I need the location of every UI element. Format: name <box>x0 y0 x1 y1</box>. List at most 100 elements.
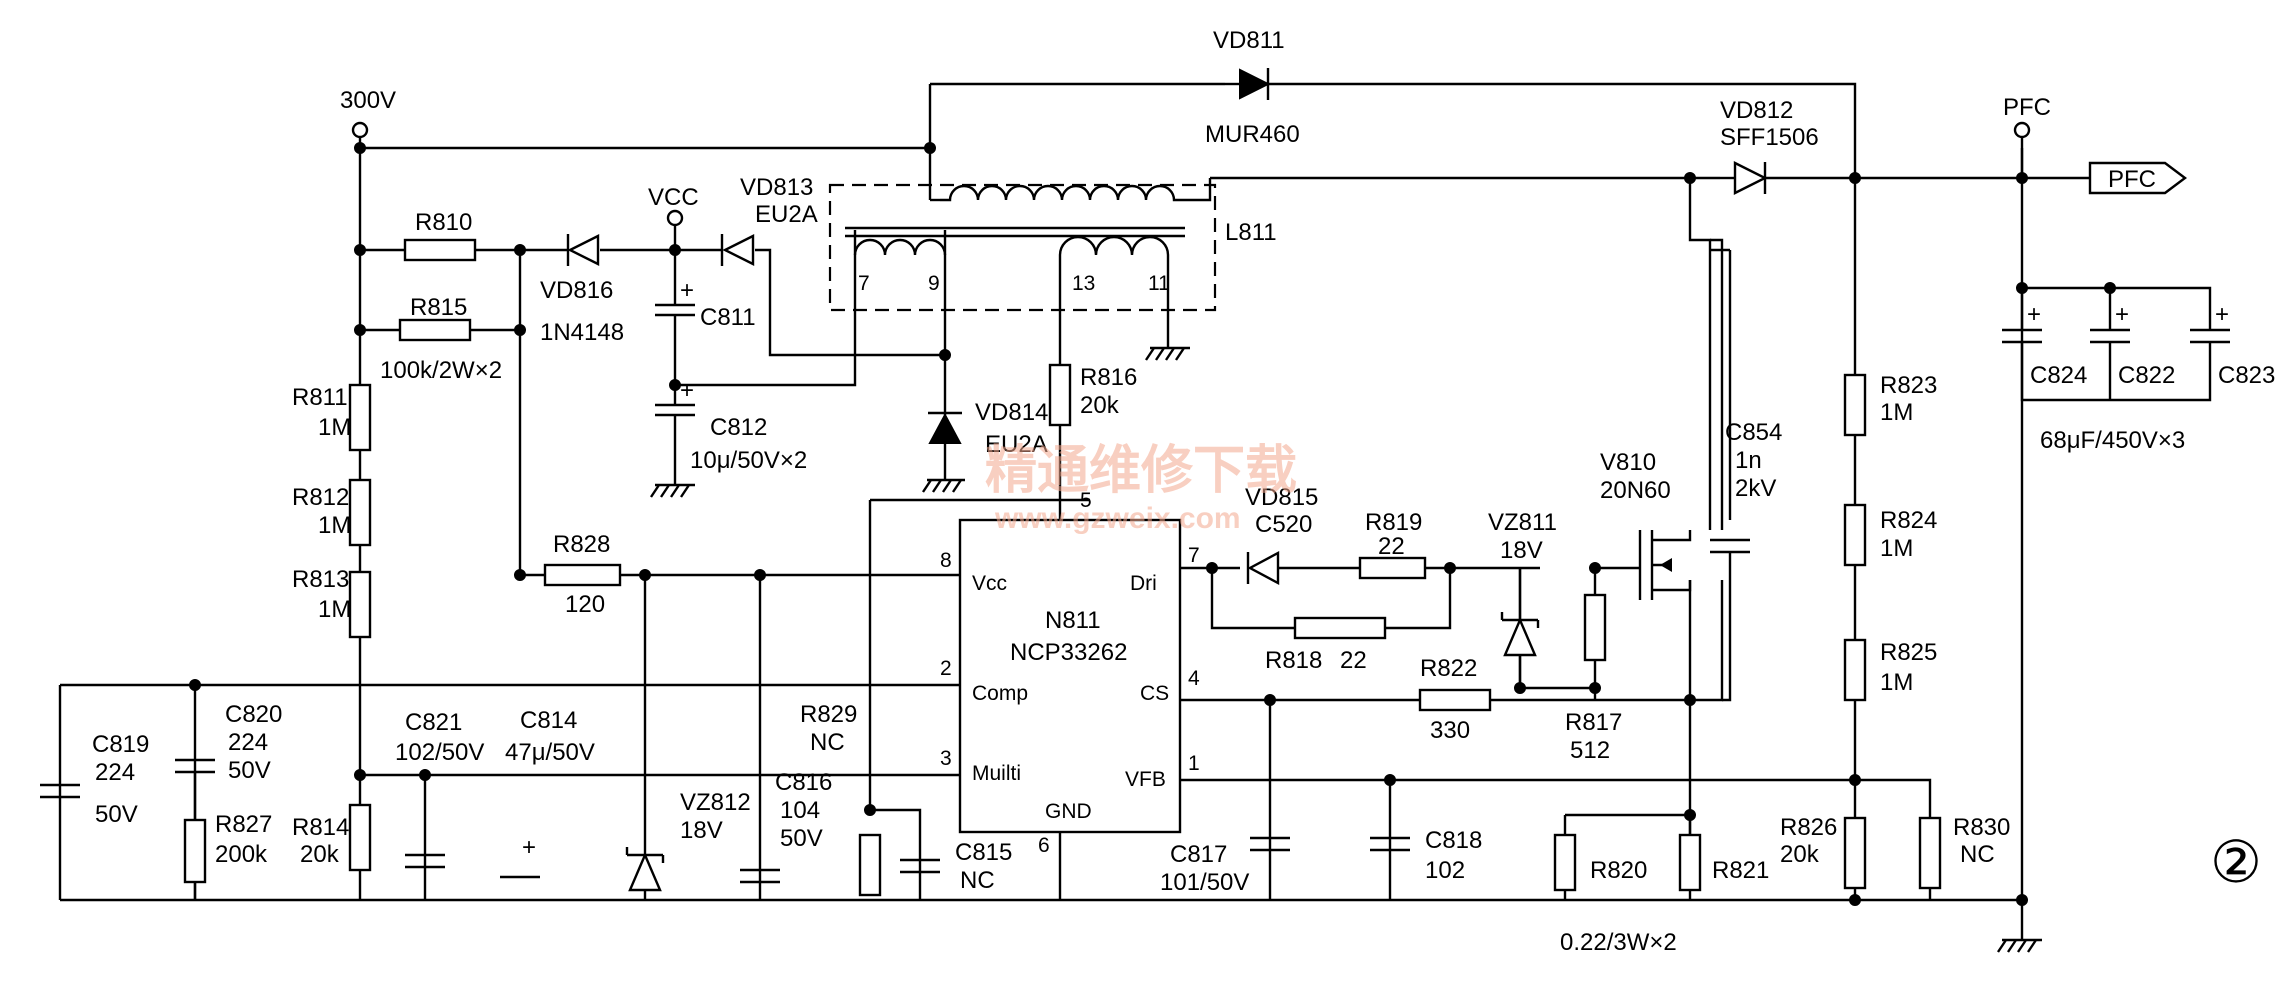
r825-value: 1M <box>1880 669 1913 696</box>
r822-name: R822 <box>1420 655 1477 682</box>
r829-name: R829 <box>800 701 857 728</box>
capacitor-c823: + C823 <box>2190 301 2275 389</box>
ic-pin-num-dri: 7 <box>1188 544 1200 567</box>
diode-vd811: VD811 MUR460 <box>1205 27 1300 148</box>
c824-plus: + <box>2027 301 2041 328</box>
ic-pin-label-gnd: GND <box>1045 800 1092 823</box>
r817-value: 512 <box>1570 737 1610 764</box>
ic-pin-label-dri: Dri <box>1130 572 1157 595</box>
resistor-r829: R829 NC <box>800 701 882 897</box>
capacitor-c820: C820 224 50V <box>175 701 282 900</box>
r816-value: 20k <box>1080 392 1120 419</box>
resistor-r826: R826 20k <box>1780 814 1867 890</box>
diode-vd815: VD815 C520 <box>1245 484 1318 586</box>
l811-pin-13: 13 <box>1072 272 1095 295</box>
resistor-r812: R812 1M <box>292 478 372 547</box>
c823-plus: + <box>2215 301 2229 328</box>
c811-plus: + <box>680 277 694 304</box>
c812-name: C812 <box>710 414 767 441</box>
resistor-r815: R815 100k/2W×2 <box>380 294 502 384</box>
capacitor-c815: C815 NC <box>900 839 1012 894</box>
ic-pin-label-comp: Comp <box>972 682 1028 705</box>
watermark-url: www.gzweix.com <box>994 502 1241 535</box>
watermark-text: 精通维修下载 <box>985 442 1297 500</box>
r810-name: R810 <box>415 209 472 236</box>
l811-pin-7: 7 <box>858 272 870 295</box>
c854-name: C854 <box>1725 419 1782 446</box>
resistor-r813: R813 1M <box>292 566 372 639</box>
capacitor-c814: + C814 47μ/50V <box>500 707 595 879</box>
r827-value: 200k <box>215 841 268 868</box>
ground-icon <box>922 478 965 493</box>
transformer-l811: 7 9 13 11 L811 <box>828 178 1277 361</box>
r826-value: 20k <box>1780 841 1820 868</box>
vd812-name: VD812 <box>1720 97 1793 124</box>
resistor-r814: R814 20k <box>292 803 372 872</box>
c818-value: 102 <box>1425 857 1465 884</box>
diode-vd813: VD813 EU2A <box>700 174 818 266</box>
resistor-r811: R811 1M <box>292 383 372 452</box>
label-vcc: VCC <box>648 184 699 211</box>
capacitor-c822: + C822 <box>2090 301 2175 389</box>
r829-value: NC <box>810 729 845 756</box>
bulk-caps-note: 68μF/450V×3 <box>2040 427 2185 454</box>
vd815-name: VD815 <box>1245 484 1318 511</box>
c822-name: C822 <box>2118 362 2175 389</box>
resistor-r820: R820 <box>1553 833 1647 892</box>
c854-value2: 2kV <box>1735 475 1776 502</box>
ic-pin-label-vcc: Vcc <box>972 572 1007 595</box>
c811-name: C811 <box>700 304 756 331</box>
resistor-r816: R816 20k <box>1048 363 1137 427</box>
l811-label: L811 <box>1225 219 1277 246</box>
r815-name: R815 <box>410 294 467 321</box>
label-pfc: PFC <box>2003 94 2051 121</box>
c814-value: 47μ/50V <box>505 739 595 766</box>
c822-plus: + <box>2115 301 2129 328</box>
r812-value: 1M <box>318 512 351 539</box>
r814-name: R814 <box>292 814 349 841</box>
resistor-r810: R810 <box>403 209 477 262</box>
r812-name: R812 <box>292 484 349 511</box>
r814-value: 20k <box>300 841 340 868</box>
vd815-value: C520 <box>1255 511 1312 538</box>
r817-name: R817 <box>1565 709 1622 736</box>
r824-value: 1M <box>1880 535 1913 562</box>
r813-name: R813 <box>292 566 349 593</box>
l811-pin-11: 11 <box>1148 272 1170 295</box>
vd814-name: VD814 <box>975 399 1048 426</box>
ic-pin-num-cs: 4 <box>1188 667 1200 690</box>
r811-value: 1M <box>318 414 351 441</box>
resistor-r818: R818 22 <box>1265 616 1387 674</box>
resistor-r817: R817 512 <box>1565 593 1622 764</box>
vz811-name: VZ811 <box>1488 509 1557 536</box>
ic-pin-label-mult: Muilti <box>972 762 1021 785</box>
zener-vz812: VZ812 18V <box>625 789 751 892</box>
c814-name: C814 <box>520 707 577 734</box>
r813-value: 1M <box>318 596 351 623</box>
ground-icon <box>1997 938 2042 953</box>
resistor-r830: R830 NC <box>1918 814 2010 890</box>
r820-name: R820 <box>1590 857 1647 884</box>
capacitor-c816: C816 104 50V <box>740 769 832 884</box>
ic-pin-num-vcc: 8 <box>940 549 952 572</box>
vd816-value: 1N4148 <box>540 319 624 346</box>
junctions <box>189 142 2116 906</box>
ground-icon <box>1145 345 1190 361</box>
c821-value: 102/50V <box>395 739 484 766</box>
c815-name: C815 <box>955 839 1012 866</box>
vd812-value: SFF1506 <box>1720 124 1819 151</box>
v810-value: 20N60 <box>1600 477 1671 504</box>
c819-value2: 50V <box>95 801 138 828</box>
r827-name: R827 <box>215 811 272 838</box>
c814-plus: + <box>522 834 536 861</box>
r819-name: R819 <box>1365 509 1422 536</box>
ic-name: N811 <box>1045 607 1101 634</box>
vz811-value: 18V <box>1500 537 1543 564</box>
r828-name: R828 <box>553 531 610 558</box>
ic-pin-num-mult: 3 <box>940 747 952 770</box>
r819-value: 22 <box>1378 533 1405 560</box>
resistor-r824: R824 1M <box>1843 503 1937 567</box>
c820-value2: 50V <box>228 757 271 784</box>
ic-pin-label-vfb: VFB <box>1125 768 1166 791</box>
